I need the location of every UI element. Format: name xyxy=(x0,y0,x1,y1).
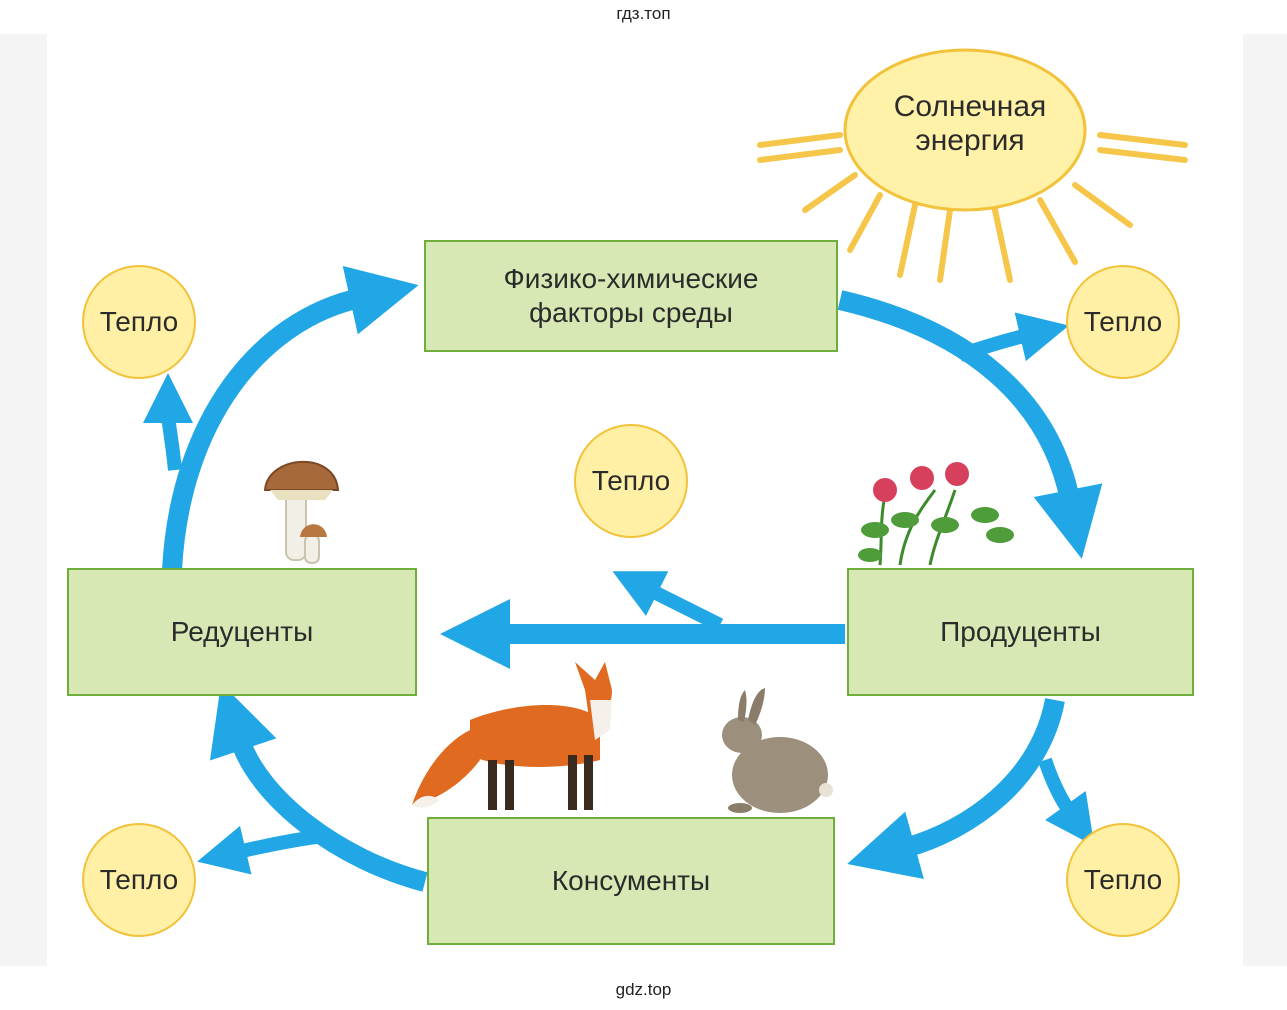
heat-circle-middle: Тепло xyxy=(574,424,688,538)
heat-label: Тепло xyxy=(99,864,179,895)
arrow-heat-consumers xyxy=(197,825,331,875)
sun-label-line1: Солнечная xyxy=(893,90,1047,123)
box-reducers: Редуценты xyxy=(67,568,417,696)
clover-plant-icon xyxy=(858,462,1014,566)
site-footer: gdz.top xyxy=(615,980,672,999)
arrow-heat-middle xyxy=(612,571,724,632)
arrow-factors-to-producers xyxy=(837,290,1103,559)
heat-label: Тепло xyxy=(1083,864,1163,895)
mushroom-icon xyxy=(263,460,340,564)
arrow-reducers-to-factors xyxy=(162,265,419,571)
box-producers-label: Продуценты xyxy=(940,616,1101,647)
sun-rays xyxy=(757,132,1188,283)
heat-circle-producers: Тепло xyxy=(1066,823,1180,937)
box-factors: Физико-химические факторы среды xyxy=(424,240,838,352)
arrow-consumers-to-reducers xyxy=(209,683,428,892)
heat-label: Тепло xyxy=(1083,306,1163,337)
box-producers: Продуценты xyxy=(847,568,1194,696)
heat-circle-consumers: Тепло xyxy=(82,823,196,937)
heat-label: Тепло xyxy=(591,465,671,496)
arrow-heat-producers xyxy=(1038,757,1095,847)
sun-label: Солнечная энергия xyxy=(850,90,1090,158)
heat-circle-factors: Тепло xyxy=(1066,265,1180,379)
arrow-heat-factors xyxy=(957,312,1069,362)
box-factors-line2: факторы среды xyxy=(529,297,733,328)
site-header: гдз.топ xyxy=(616,4,671,23)
heat-circle-reducers: Тепло xyxy=(82,265,196,379)
left-margin xyxy=(0,34,47,966)
sun-label-line2: энергия xyxy=(915,124,1025,157)
box-consumers: Консументы xyxy=(427,817,835,945)
fox-icon xyxy=(412,662,612,810)
sun-shape xyxy=(843,48,1087,212)
box-reducers-label: Редуценты xyxy=(170,616,314,647)
heat-label: Тепло xyxy=(99,306,179,337)
arrow-producers-to-consumers xyxy=(847,697,1065,880)
box-factors-line1: Физико-химические xyxy=(503,263,759,294)
hare-icon xyxy=(722,688,833,813)
arrow-heat-reducers xyxy=(143,373,194,471)
right-margin xyxy=(1243,34,1287,966)
box-consumers-label: Консументы xyxy=(551,865,711,896)
